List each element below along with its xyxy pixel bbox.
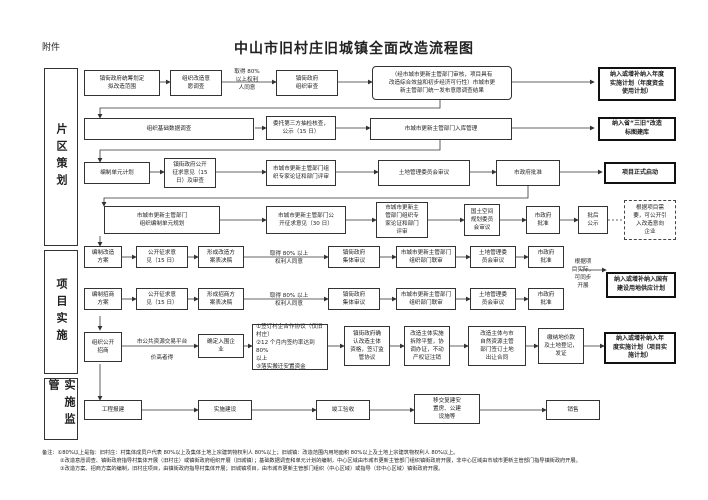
public-consult-box-r6: 公开征求意 见（15 日）	[136, 288, 188, 310]
note-3: ③改造方案、招商方案的编制，旧村庄项目，由镇街政府指导村集体开展；旧城镇项目，由…	[60, 465, 444, 472]
database-entry-box: 市城市更新主管部门入库管理	[370, 118, 512, 140]
consent-label-1: 取得 80% 以上权利 人同意	[234, 69, 260, 92]
publish-survey-result-box: （经市城市更新主管部门审核，项目具有 改造综合效益和初步经济可行性）市城市更 新…	[372, 66, 512, 100]
land-contract-box: 改造主体与市 自然资源主管 部门签订土地 出让合同	[468, 326, 526, 366]
land-payment-box: 缴纳地价款 及土地登记， 发证	[538, 328, 584, 364]
confirm-developer-box: 镇街政府确 认改造主体 资格，签订监 管协议	[344, 326, 390, 366]
vote-draft-box-r6: 形成招商方 案表决稿	[198, 288, 244, 310]
land-supply-plan-box: 纳入或增补纳入国有 建设用地供应计划	[606, 272, 676, 298]
consent-label-r6: 取得 80% 以上 权利人同意	[269, 293, 309, 308]
phase-supervision: 实施监管	[44, 378, 78, 440]
joint-review-r5: 市城市更新主管部门 组织部门联审	[396, 246, 456, 268]
construction-permit-box: 工程报建	[84, 400, 142, 420]
note-2: ②改造意愿调查、镇街政府指导村集体开展（旧村庄）或镇街政府组织开展（旧城镇）；基…	[60, 457, 581, 464]
trading-platform-label: 市公共资源交易平台	[136, 339, 188, 345]
public-consult-30-box: 市城市更新主管部门公 开征求意见（30 日）	[266, 206, 346, 234]
public-tender-box: 组织公开 招商	[84, 332, 122, 362]
completion-acceptance-box: 竣工验收	[316, 400, 370, 420]
city-approval-box-2: 市政府 批准	[526, 206, 560, 234]
city-approval-box-1: 市政府批准	[496, 160, 560, 186]
expert-review-box-2: 市城市更新主 管部门组织专 家论证和部门 评审	[376, 202, 428, 238]
land-committee-r5: 土地管理委 员会审议	[470, 246, 516, 268]
public-consult-15-box: 镇街政府公开 征求意见（15 日）及审查	[164, 158, 216, 188]
define-scope-box: 镇街政府统筹划定 拟改造范围	[84, 70, 160, 96]
investor-intro-note: 根据项目需 要，可公开引 入改造意向 企业	[624, 200, 676, 240]
joint-review-r6: 市城市更新主管部门 组织部门联审	[396, 288, 456, 310]
basic-data-survey-box: 组织基础数据调查	[84, 118, 254, 140]
page-title: 中山市旧村庄旧城镇全面改造流程图	[234, 41, 474, 57]
handover-box: 移交复建安 置房、公建 设施等	[414, 394, 480, 424]
renovation-plan-box: 编制改造 方案	[84, 246, 122, 268]
unit-plan-box: 编制单元计划	[84, 162, 150, 184]
third-party-check-box: 委托第三方抽检核查， 公示（15 日）	[266, 116, 336, 140]
land-committee-box-1: 土地管理委员会审议	[378, 160, 470, 186]
notes-prefix: 备注：	[42, 450, 58, 456]
phase-implementation: 项目实施	[44, 250, 78, 374]
shortlist-box: 确定入围企 业	[198, 334, 244, 358]
annual-plan-box: 纳入或增补纳入年度 实施计划（年度资金 使用计划）	[598, 67, 676, 101]
public-consult-box-r5: 公开征求意 见（15 日）	[136, 246, 188, 268]
phase-planning: 片区策划	[44, 68, 78, 246]
city-approval-r6: 市政府 批准	[528, 288, 564, 310]
note-1: ①80%以上是指：旧村庄：村集体成员户代表 80%以上及集体土地上宗建筑物权利人…	[57, 450, 459, 456]
vote-draft-box-r5: 形成改造方 案表决稿	[198, 246, 244, 268]
project-launch-box: 项目正式启动	[604, 162, 676, 184]
attachment-label: 附件	[42, 43, 61, 53]
consent-label-r5: 取得 80% 以上 权利人同意	[269, 251, 309, 266]
unit-planning-box: 市城市更新主管部门 组织编制单元规划	[104, 206, 220, 234]
provincial-mapping-box: 纳入省“三旧”改造 标图建库	[598, 117, 676, 141]
town-collective-review-r6: 镇街政府 集体审议	[328, 288, 380, 310]
city-approval-r5: 市政府 批准	[528, 246, 564, 268]
expert-review-box-1: 市城市更新主管部门组 织专家论证和部门评审	[266, 160, 336, 186]
intent-survey-box: 组织改造意 愿调查	[170, 70, 222, 96]
project-implementation-plan-box: 纳入或增补纳入年 度实施计划（项目实 施计划）	[604, 332, 676, 364]
sales-box: 销售	[546, 400, 600, 420]
notes-block: 备注：①80%以上是指：旧村庄：村集体成员户代表 80%以上及集体土地上宗建筑物…	[42, 450, 692, 473]
highest-bid-label: 价高者得	[150, 355, 174, 361]
demolition-box: 改造主体实施 拆除平整，协 调办证，不动 产权证注销	[404, 326, 450, 366]
town-collective-review-r5: 镇街政府 集体审议	[328, 246, 380, 268]
town-review-box-1: 镇街政府 组织审查	[276, 70, 338, 96]
investment-plan-box: 编制招商 方案	[84, 288, 122, 310]
agreement-conditions-box: ①签订村企合作协议（仅旧 村庄） ②12 个月内签约率达到 80% 以上 ③落实…	[252, 324, 328, 370]
land-committee-r6: 土地管理委 员会审议	[470, 288, 516, 310]
construction-box: 实施建设	[198, 400, 252, 420]
post-approval-publicity-box: 批后 公示	[578, 206, 608, 234]
spatial-planning-committee-box: 国土空间 规划委员 会审议	[464, 204, 500, 236]
parallel-note: 根据项 目实际， 可同步 开展	[571, 259, 595, 290]
